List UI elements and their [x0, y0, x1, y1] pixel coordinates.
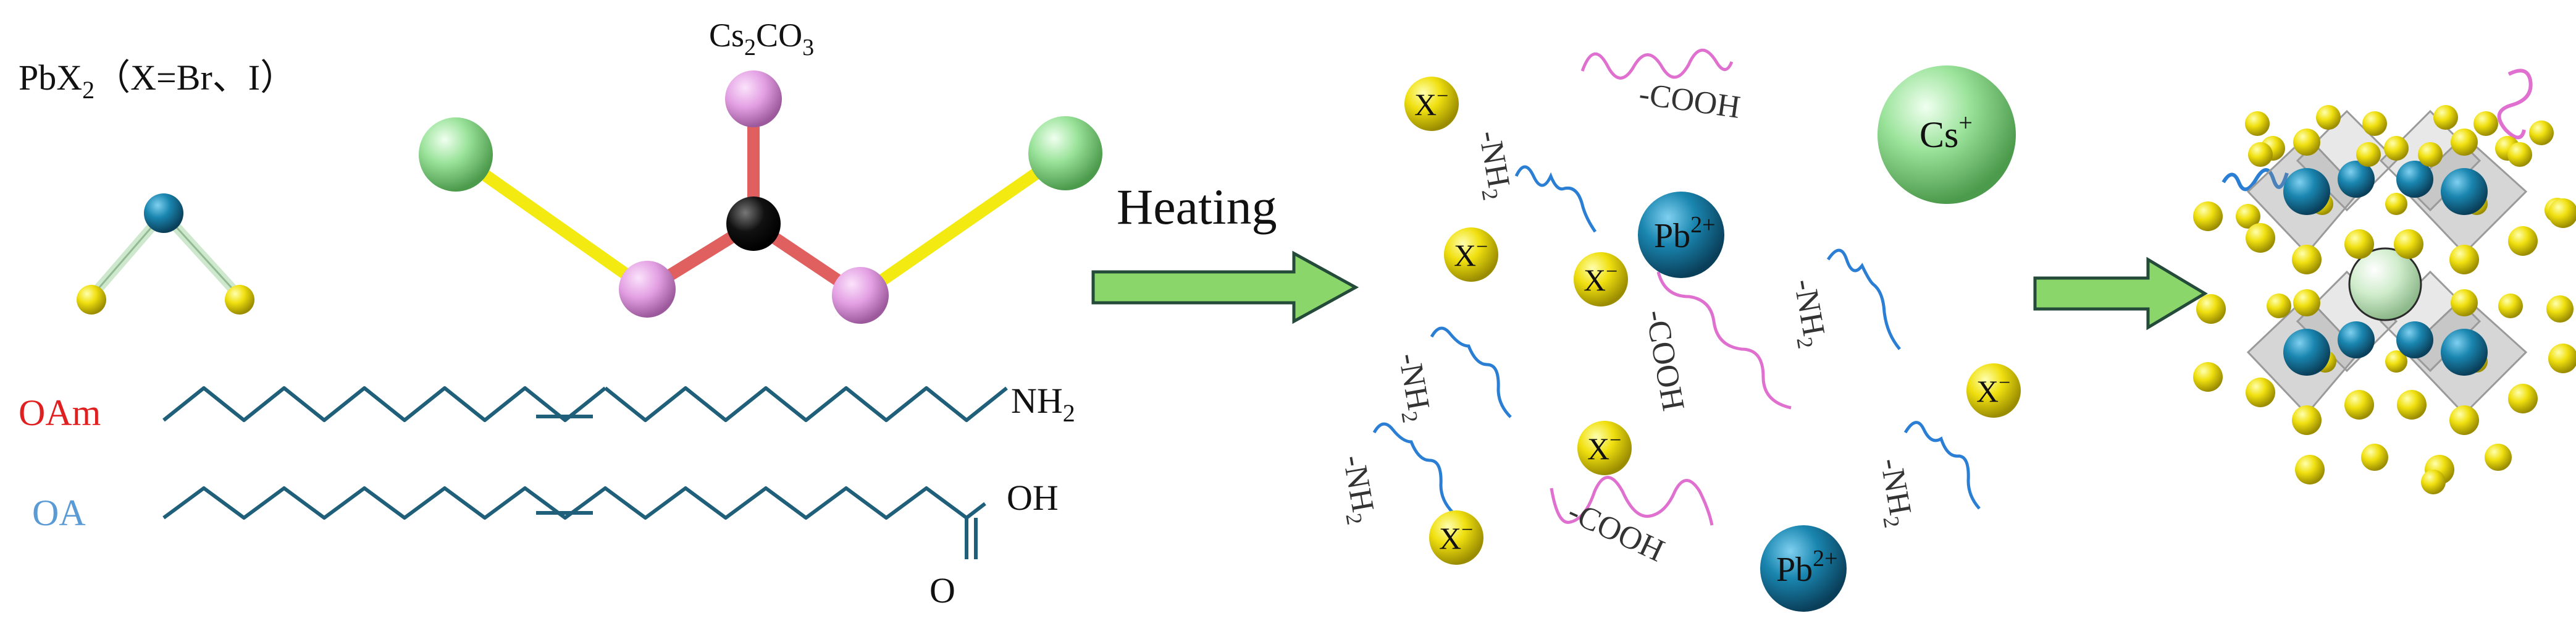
arrow-right-icon-2 [2033, 256, 2208, 331]
pb-atom [144, 193, 183, 233]
reaction-mixture: -NH2 -NH2 -NH2 -NH2 -NH2 -COOH -COOH [1331, 48, 2021, 612]
svg-text:X−: X− [1454, 235, 1488, 273]
nh2-ligand-1: -NH2 [1467, 128, 1597, 233]
svg-text:X−: X− [1584, 260, 1617, 297]
heating-label: Heating [1117, 179, 1277, 235]
crystal-halides-front [2193, 129, 2576, 494]
x-ion-5: X− [1577, 421, 1632, 475]
svg-text:Cs+: Cs+ [1919, 109, 1973, 155]
cooh-ligand-1: -COOH [1580, 48, 1742, 125]
cooh-surface-ligand [2497, 69, 2533, 140]
nh2-surface-ligand [2221, 168, 2289, 192]
cooh-ligand-2: -COOH [1638, 271, 1792, 413]
svg-text:-COOH: -COOH [1637, 76, 1742, 125]
svg-text:-COOH: -COOH [1638, 307, 1691, 413]
svg-text:X−: X− [1414, 85, 1448, 122]
perovskite-nanocrystal [2193, 69, 2576, 494]
oa-carbonyl-o: O [929, 570, 955, 611]
oa-label: OA [32, 492, 86, 533]
nh2-ligand-5: -NH2 [1868, 421, 1981, 530]
svg-text:Pb2+: Pb2+ [1654, 212, 1716, 255]
svg-text:-NH2: -NH2 [1467, 128, 1518, 202]
x-ion-3: X− [1574, 252, 1628, 306]
o-atom-right [832, 267, 889, 324]
cs2co3-molecule [419, 70, 1102, 324]
c-atom [726, 197, 781, 251]
svg-text:X−: X− [1439, 518, 1473, 556]
heating-step: Heating [1091, 179, 1359, 324]
svg-text:-NH2: -NH2 [1868, 455, 1919, 530]
o-atom-top [725, 70, 782, 127]
crystal-pb-atoms [2283, 161, 2488, 376]
arrow-right-icon [1091, 250, 1359, 324]
nh2-ligand-3: -NH2 [1387, 326, 1512, 425]
oam-nh2-group: NH2 [1011, 381, 1075, 427]
cooh-ligand-3: -COOH [1550, 476, 1714, 568]
svg-text:-NH2: -NH2 [1387, 350, 1438, 425]
x-ion-4: X− [1966, 363, 2021, 418]
cs-atom-right [1028, 116, 1102, 190]
pb-ion-2: Pb2+ [1760, 525, 1847, 612]
oa-chain [162, 486, 986, 559]
o-atom-left [619, 261, 676, 318]
oam-chain [162, 386, 1008, 422]
x-atom-left [77, 285, 106, 315]
x-atom-right [225, 285, 254, 315]
cs-atom-left [419, 117, 493, 192]
x-ion-1: X− [1404, 77, 1459, 131]
x-ion-2: X− [1444, 227, 1498, 282]
cs2co3-label: Cs2CO3 [709, 17, 814, 61]
svg-text:-NH2: -NH2 [1782, 276, 1833, 350]
crystal-cs-atom [2348, 247, 2422, 321]
x-ion-6: X− [1429, 510, 1483, 565]
reagents-panel: PbX2（X=Br、I） Cs2CO3 [19, 17, 1102, 611]
svg-text:-NH2: -NH2 [1331, 452, 1382, 526]
svg-text:-COOH: -COOH [1563, 494, 1669, 568]
svg-text:X−: X− [1587, 429, 1621, 466]
pbx2-label: PbX2（X=Br、I） [19, 57, 296, 104]
oam-label: OAm [19, 392, 101, 433]
cs-ion: Cs+ [1877, 66, 2016, 204]
svg-text:Pb2+: Pb2+ [1776, 546, 1838, 589]
oa-oh-group: OH [1007, 478, 1059, 518]
pbx2-molecule [77, 193, 254, 315]
nh2-ligand-4: -NH2 [1331, 422, 1454, 526]
nh2-ligand-2: -NH2 [1782, 248, 1901, 350]
pb-ion-1: Pb2+ [1638, 192, 1724, 278]
svg-text:X−: X− [1976, 371, 2010, 408]
